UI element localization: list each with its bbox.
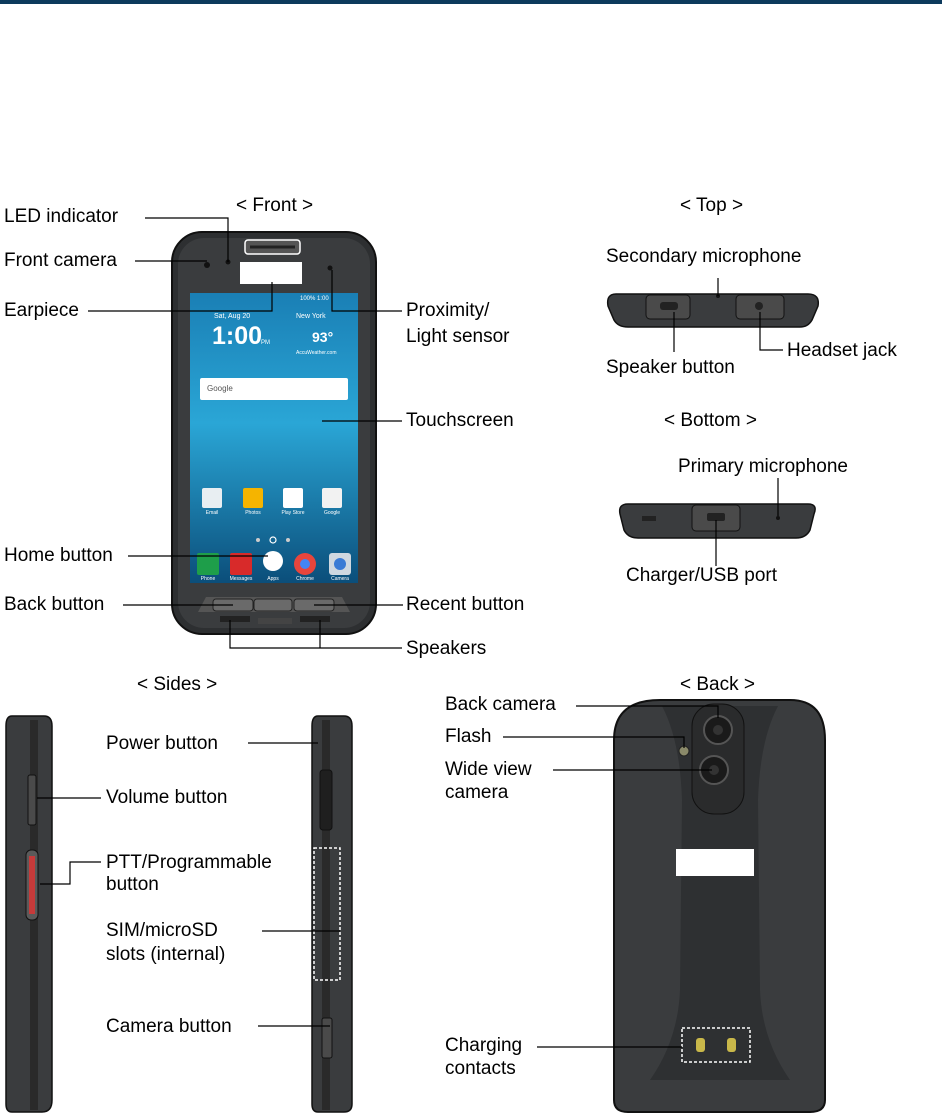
label-led-indicator: LED indicator	[4, 206, 119, 227]
app-label-play-store: Play Store	[281, 510, 305, 516]
dock-label-messages: Messages	[229, 576, 253, 582]
label-charging-1: Charging	[445, 1035, 523, 1056]
back-phone	[613, 699, 826, 1113]
label-sim-2: slots (internal)	[106, 944, 226, 965]
app-label-google: Google	[323, 510, 341, 516]
view-title-sides: < Sides >	[137, 674, 218, 695]
label-charging-2: contacts	[445, 1058, 516, 1079]
app-label-email: Email	[205, 510, 219, 516]
label-home-button: Home button	[4, 545, 113, 566]
label-earpiece: Earpiece	[4, 300, 79, 321]
front-phone	[171, 231, 377, 635]
weather-temp: 93°	[312, 329, 334, 345]
label-ptt-2: button	[106, 874, 159, 895]
label-flash: Flash	[445, 726, 492, 747]
screen-clock: 1:00	[212, 322, 263, 350]
screen-date: Sat, Aug 20	[214, 313, 251, 320]
dock-label-chrome: Chrome	[296, 576, 314, 582]
label-wide-view-2: camera	[445, 782, 509, 803]
status-bar-text: 100% 1:00	[300, 296, 329, 302]
bottom-view-phone	[618, 503, 816, 539]
label-speaker-button: Speaker button	[606, 357, 735, 378]
label-power-button: Power button	[106, 733, 218, 754]
view-title-top: < Top >	[680, 195, 744, 216]
label-touchscreen: Touchscreen	[406, 410, 514, 431]
label-sim-1: SIM/microSD	[106, 920, 218, 941]
dock-label-apps: Apps	[267, 576, 279, 582]
view-title-front: < Front >	[236, 195, 314, 216]
search-brand: Google	[207, 384, 233, 393]
weather-source: AccuWeather.com	[296, 350, 337, 356]
dock-label-phone: Phone	[200, 576, 216, 582]
screen-ampm: PM	[261, 340, 270, 346]
label-proximity-1: Proximity/	[406, 300, 490, 321]
right-side-phone	[311, 715, 353, 1113]
weather-city: New York	[296, 313, 326, 320]
label-front-camera: Front camera	[4, 250, 117, 271]
label-back-button: Back button	[4, 594, 105, 615]
label-proximity-2: Light sensor	[406, 326, 510, 347]
left-side-phone	[5, 715, 53, 1113]
label-charger-usb-port: Charger/USB port	[626, 565, 778, 586]
label-wide-view-1: Wide view	[445, 759, 532, 780]
dock-label-camera: Camera	[331, 576, 349, 582]
touchscreen-area	[190, 293, 358, 583]
label-ptt-1: PTT/Programmable	[106, 852, 272, 873]
label-back-camera: Back camera	[445, 694, 556, 715]
top-view-phone	[606, 293, 820, 328]
label-camera-button: Camera button	[106, 1016, 232, 1037]
app-label-photos: Photos	[245, 510, 261, 516]
leader-lines	[37, 217, 783, 1048]
label-volume-button: Volume button	[106, 787, 228, 808]
header-rule	[0, 0, 942, 4]
label-speakers: Speakers	[406, 638, 487, 659]
label-primary-microphone: Primary microphone	[678, 456, 848, 477]
label-secondary-microphone: Secondary microphone	[606, 246, 802, 267]
label-recent-button: Recent button	[406, 594, 525, 615]
view-title-back: < Back >	[680, 674, 755, 695]
label-headset-jack: Headset jack	[787, 340, 897, 361]
view-title-bottom: < Bottom >	[664, 410, 757, 431]
